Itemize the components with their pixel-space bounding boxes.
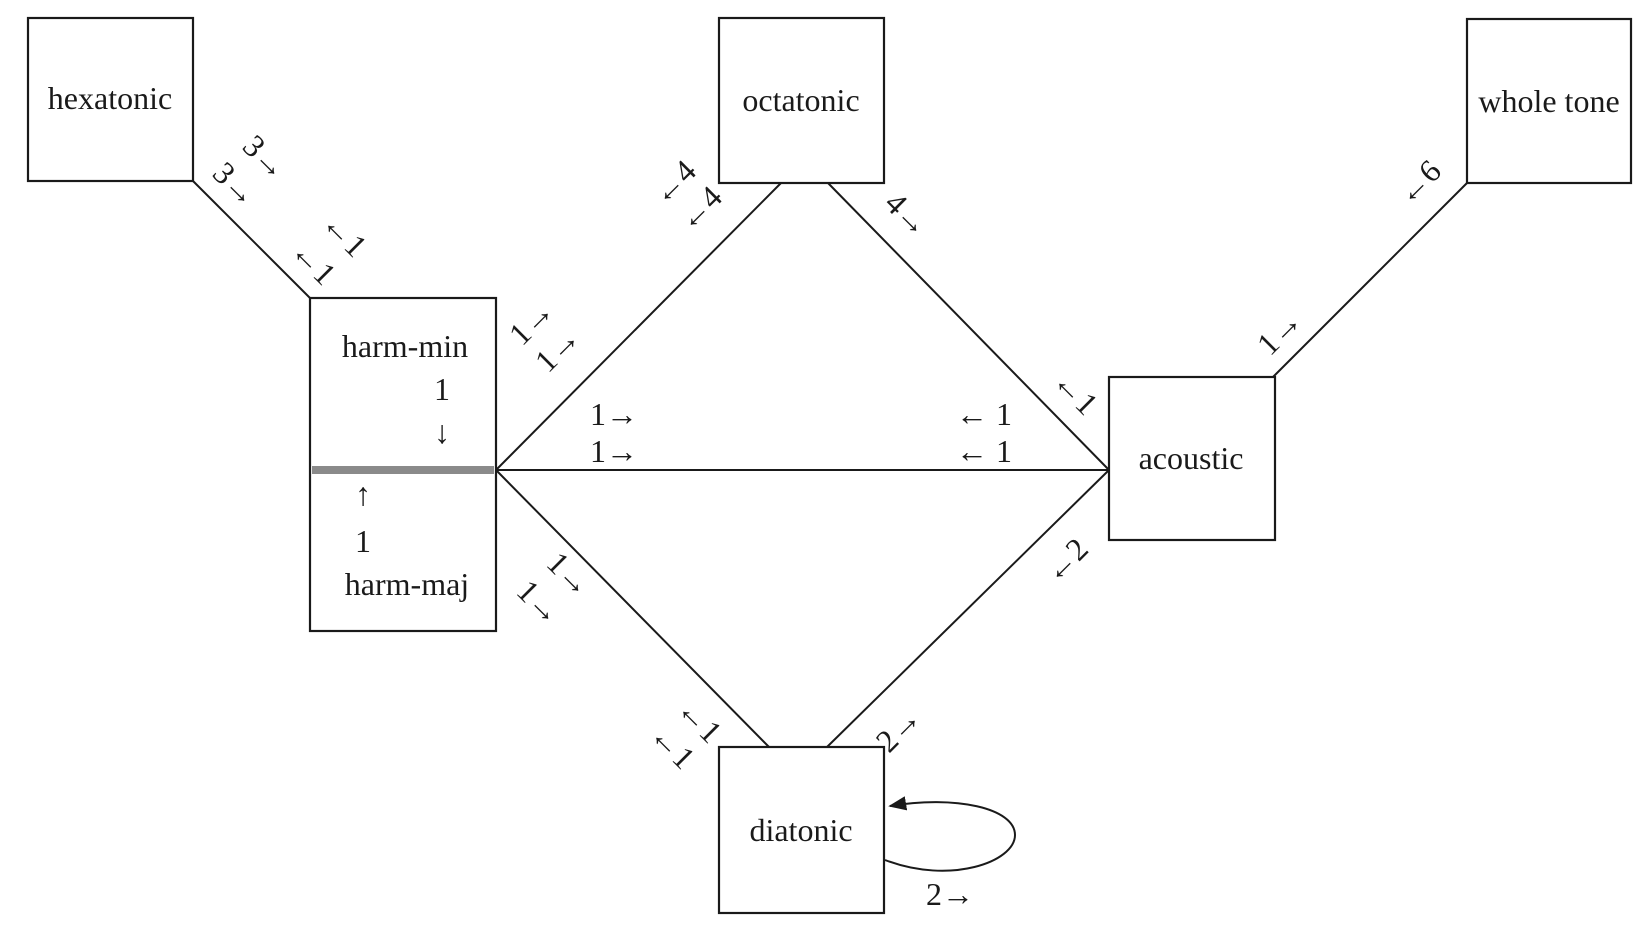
node-harm-min-label: harm-min [342,328,468,364]
edge-octatonic-acoustic [827,182,1110,471]
harm-ac-out-label-1: 1→ [590,396,638,432]
edge-acoustic-diatonic [826,469,1110,748]
node-hexatonic-box [26,16,195,183]
node-diatonic-box [717,745,886,915]
edge-whole-tone-acoustic [1272,182,1468,378]
ac-dia-in-label: ←2 [1036,531,1095,590]
edge-harm-octatonic [495,182,782,471]
harm-ac-in-label-2: ← 1 [956,433,1012,469]
harm-internal-up-count: 1 [355,523,371,559]
harm-internal-down-arrow: ↓ [434,414,450,450]
node-harm-box [308,296,498,633]
wt-ac-in-label: ←6 [1389,153,1448,212]
node-harm-maj-label: harm-maj [345,566,469,602]
node-octatonic-box [717,16,886,185]
edge-hexatonic-harm [192,180,311,299]
node-diatonic-label: diatonic [749,812,852,848]
diatonic-loop-label: 2→ [926,876,974,912]
oct-ac-out-label: 4→ [878,185,937,244]
harm-internal-down-count: 1 [434,371,450,407]
oct-ac-in-label: ←1 [1046,363,1105,422]
harm-ac-out-label-2: 1→ [590,433,638,469]
node-acoustic-box [1107,375,1277,542]
wt-ac-out-label: 1→ [1250,303,1309,362]
node-whole-tone-box [1465,17,1633,185]
edge-harm-diatonic [495,469,770,748]
harm-internal-up-arrow: ↑ [355,476,371,512]
harm-ac-in-label-1: ← 1 [956,396,1012,432]
node-hexatonic-label: hexatonic [48,80,172,116]
diatonic-loop-arrow [884,796,1017,872]
node-acoustic-label: acoustic [1139,440,1244,476]
node-octatonic-label: octatonic [742,82,859,118]
node-whole-tone-label: whole tone [1478,83,1619,119]
